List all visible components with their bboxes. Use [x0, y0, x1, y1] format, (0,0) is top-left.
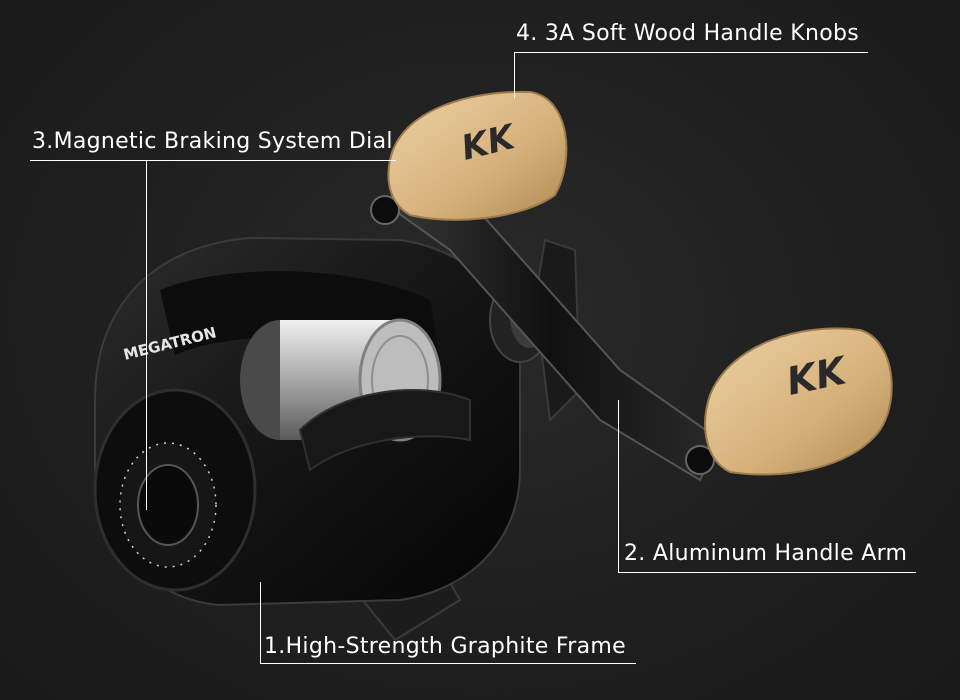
callout-brake-dial-underline [30, 160, 396, 161]
handle-arm [370, 188, 722, 482]
callout-handle-arm: 2. Aluminum Handle Arm [624, 541, 908, 566]
brake-dial [93, 388, 257, 592]
callout-handle-arm-underline [618, 572, 916, 573]
callout-handle-knobs-leader [514, 52, 515, 98]
callout-graphite-frame: 1.High-Strength Graphite Frame [264, 634, 626, 659]
lower-handle-knob: KK [704, 327, 893, 476]
callout-brake-dial-leader [146, 160, 147, 510]
callout-graphite-frame-underline [260, 663, 636, 664]
callout-handle-arm-leader [618, 400, 619, 572]
callout-brake-dial: 3.Magnetic Braking System Dial [32, 129, 393, 154]
callout-handle-knobs-underline [514, 52, 868, 53]
callout-graphite-frame-leader [260, 582, 261, 663]
upper-handle-knob: KK [387, 90, 568, 221]
callout-handle-knobs: 4. 3A Soft Wood Handle Knobs [516, 21, 859, 46]
